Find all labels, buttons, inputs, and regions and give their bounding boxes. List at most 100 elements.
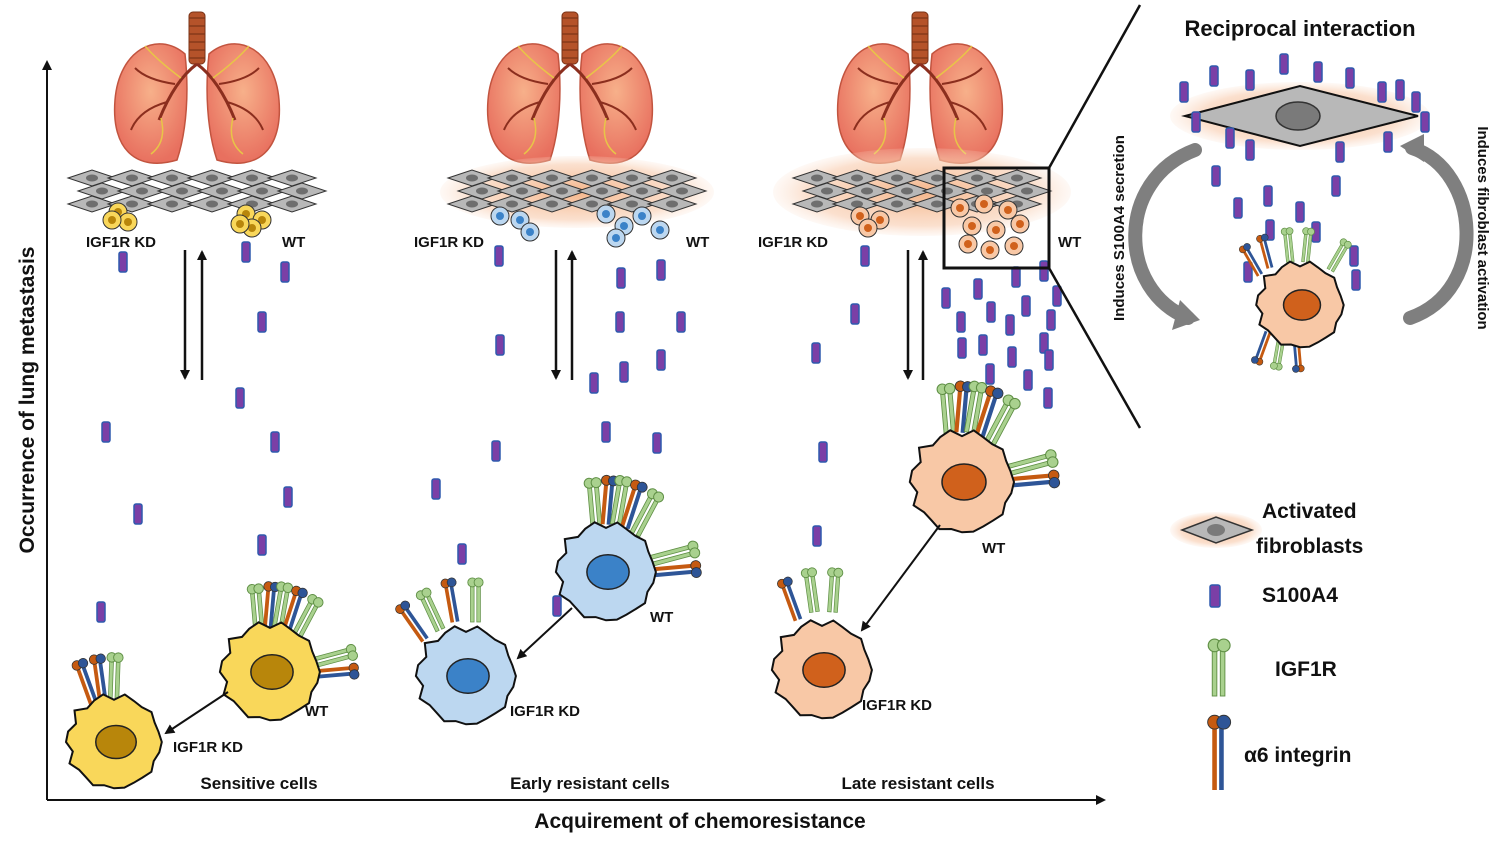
legend-igf1r-label: IGF1R: [1275, 658, 1337, 681]
integrin-stem-blue: [268, 590, 276, 629]
fibroblast-nucleus: [466, 174, 478, 182]
integrin-stem-blue: [1263, 240, 1274, 268]
inset-left-text: Induces S100A4 secretion: [1111, 135, 1128, 321]
igf1r-stem: [114, 660, 121, 700]
igf1r-receptor: [827, 567, 844, 613]
wt-cell-3: [908, 429, 1016, 534]
vessel: [230, 117, 244, 155]
igf1r-receptor: [309, 644, 358, 669]
fibroblast-nucleus: [96, 187, 108, 195]
mini-cell-nucleus: [1016, 220, 1024, 228]
integrin-stem-red: [954, 390, 963, 433]
fibroblast-nucleus: [586, 174, 598, 182]
vessel: [603, 117, 617, 155]
s100a4-mark: [676, 311, 686, 333]
s100a4-mark: [1021, 295, 1031, 317]
wt-cell-label-3: WT: [982, 540, 1005, 557]
s100a4-mark: [589, 372, 599, 394]
bronchus: [530, 62, 571, 121]
s100a4-mark: [850, 303, 860, 325]
bronchiole: [941, 67, 983, 85]
integrin-head-blue: [1243, 243, 1251, 251]
s100a4-mark: [257, 311, 267, 333]
vessel: [144, 45, 182, 79]
fibroblast-nucleus: [626, 200, 638, 208]
integrin-head-blue: [446, 577, 457, 588]
s100a4-mark: [1349, 245, 1359, 267]
legend-s100a4-label: S100A4: [1262, 584, 1338, 607]
fibroblast-nucleus: [861, 187, 873, 195]
igf1r-stem: [587, 486, 596, 528]
cell-nucleus: [802, 651, 846, 689]
integrin-stem-blue: [449, 585, 460, 622]
integrin-stem-blue: [287, 595, 303, 633]
kd-cell-label-2: IGF1R KD: [510, 703, 580, 720]
mini-cell-nucleus: [876, 216, 884, 224]
igf1r-stem: [594, 485, 603, 528]
wt-cell-1: [218, 621, 321, 722]
fibroblast-nucleus: [1011, 174, 1023, 182]
igf1r-receptor: [290, 594, 324, 641]
wt-top-label-1: WT: [282, 234, 305, 251]
integrin-stem-blue: [625, 490, 642, 530]
mini-cell-nucleus: [526, 228, 534, 236]
integrin-stem-red: [781, 586, 798, 622]
y-axis-label: Occurrence of lung metastasis: [16, 247, 39, 554]
s100a4-mark: [235, 387, 245, 409]
bronchus: [196, 62, 237, 121]
wt-cell-2: [554, 521, 657, 622]
legend-fibroblast-label-2: fibroblasts: [1256, 535, 1363, 558]
transition-arrow-3: [860, 524, 941, 632]
right-lung: [579, 43, 654, 164]
trachea: [188, 11, 206, 65]
mini-cell-nucleus: [864, 224, 872, 232]
integrin-receptor: [1251, 330, 1272, 366]
fibroblast-nucleus: [821, 187, 833, 195]
curved-arrow-right-head: [1400, 134, 1424, 162]
igf1r-stem: [107, 660, 114, 700]
legend-integrin-icon: [1207, 714, 1232, 790]
right-lung: [929, 43, 1004, 164]
integrin-receptor: [1007, 469, 1061, 489]
integrin-receptor: [395, 600, 429, 643]
left-lung: [836, 43, 911, 164]
mini-cell-nucleus: [980, 200, 988, 208]
igf1r-receptor: [1301, 227, 1315, 263]
wt-cell-label-2: WT: [650, 609, 673, 626]
transition-arrow-2: [516, 607, 573, 660]
igf1r-head: [807, 567, 818, 578]
s100a4-mark: [118, 251, 128, 273]
integrin-stem-red: [620, 488, 637, 528]
s100a4-mark: [494, 245, 504, 267]
fibroblast-nucleus: [851, 174, 863, 182]
igf1r-head: [943, 382, 956, 395]
igf1r-receptor: [106, 652, 124, 700]
lung-2: [486, 11, 654, 164]
lung-3: [836, 11, 1004, 164]
integrin-head-blue: [636, 481, 648, 493]
s100a4-mark: [812, 525, 822, 547]
igf1r-head: [590, 477, 602, 489]
left-lung: [486, 43, 561, 164]
fibroblast-nucleus: [286, 174, 298, 182]
igf1r-head: [1343, 240, 1352, 249]
fibroblast-nucleus: [166, 200, 178, 208]
integrin-stem-red: [600, 484, 609, 525]
s100a4-mark: [1265, 219, 1275, 241]
mini-cell-nucleus: [236, 220, 244, 228]
integrin-head-blue: [400, 600, 411, 611]
integrin-stem-red: [281, 593, 297, 632]
s100a4-mark: [957, 337, 967, 359]
integrin-stem-red: [444, 586, 455, 623]
s100a4-mark: [1345, 67, 1355, 89]
fibroblast-nucleus: [506, 200, 518, 208]
igf1r-stem: [1283, 233, 1290, 263]
s100a4-mark: [1191, 111, 1201, 133]
igf1r-stem: [476, 585, 481, 623]
bronchiole: [218, 67, 260, 85]
kd-cell-label-1: IGF1R KD: [173, 739, 243, 756]
igf1r-head: [1009, 397, 1021, 410]
mini-cell-nucleus: [1004, 206, 1012, 214]
s100a4-mark: [1279, 53, 1289, 75]
